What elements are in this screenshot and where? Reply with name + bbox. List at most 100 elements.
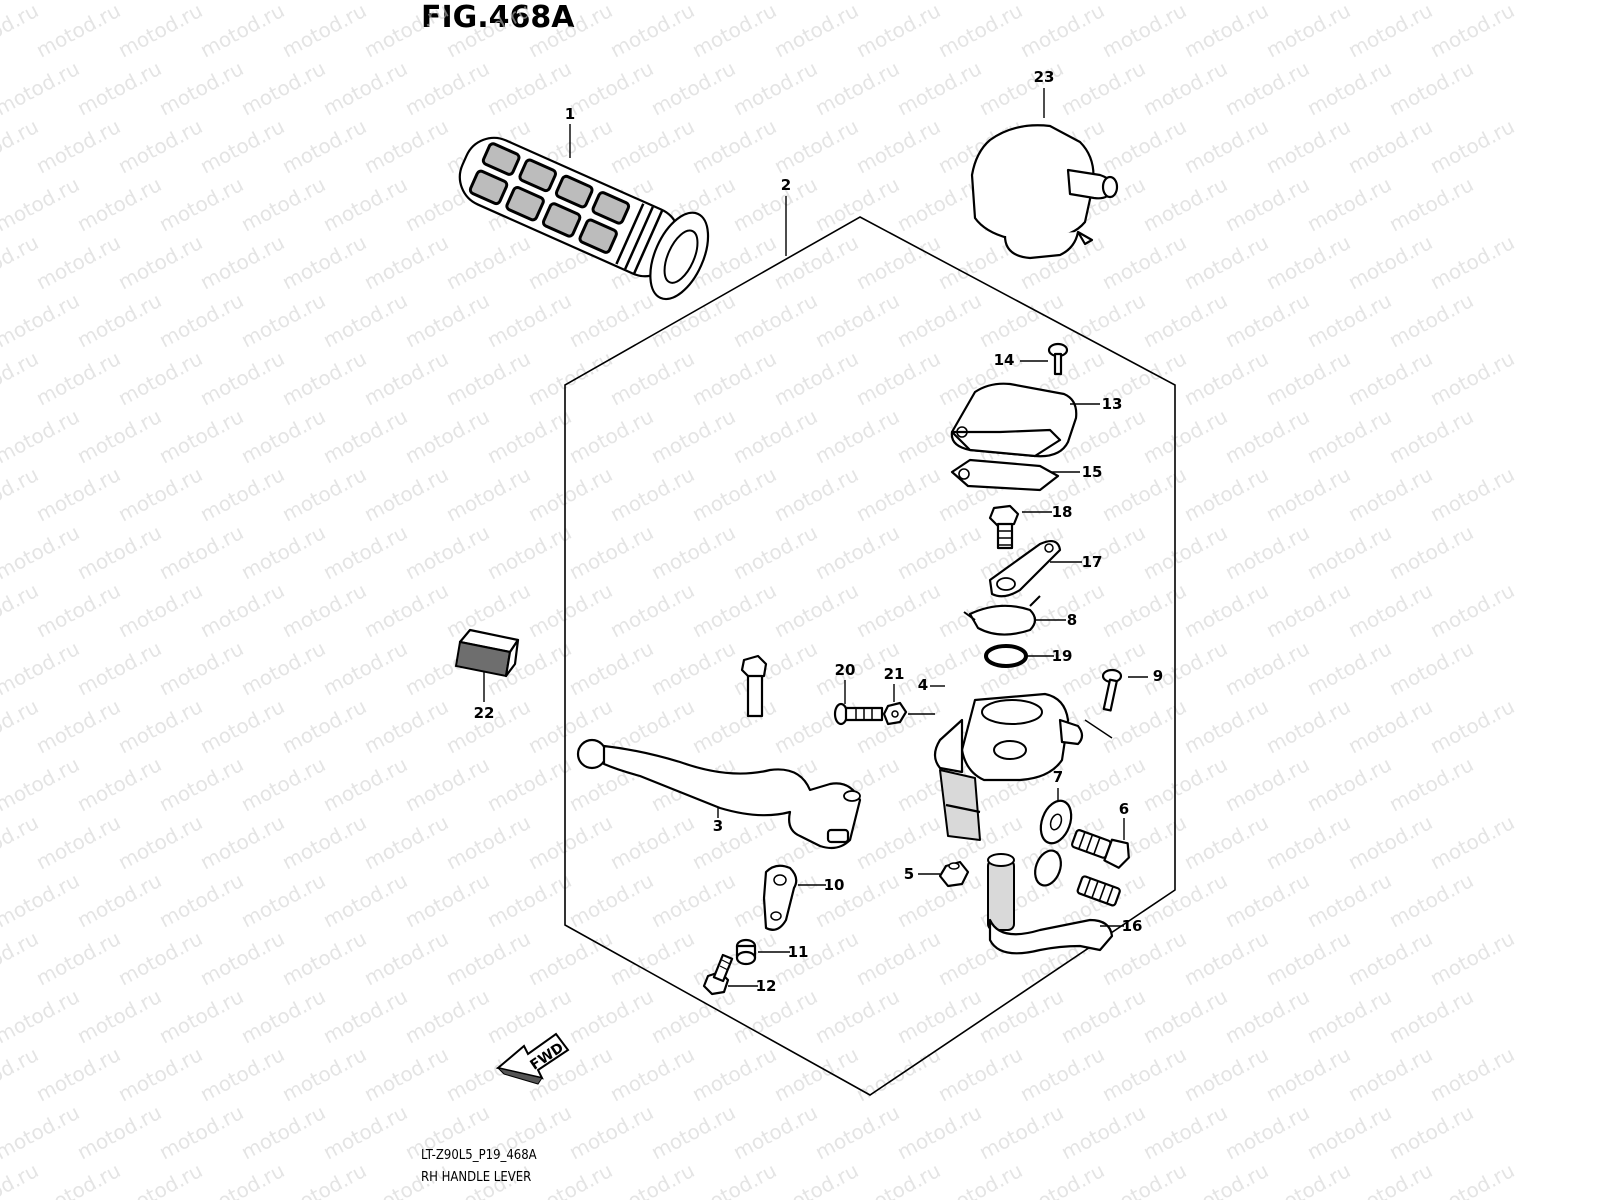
watermark-text: motod.ru bbox=[1262, 578, 1354, 642]
watermark-text: motod.ru bbox=[975, 1100, 1067, 1164]
watermark-text: motod.ru bbox=[155, 404, 247, 468]
watermark-text: motod.ru bbox=[565, 288, 657, 352]
watermark-text: motod.ru bbox=[237, 0, 329, 4]
handle-clamp bbox=[762, 864, 798, 931]
watermark-text: motod.ru bbox=[524, 462, 616, 526]
watermark-text: motod.ru bbox=[852, 810, 944, 874]
watermark-text: motod.ru bbox=[1426, 926, 1518, 990]
callout-16: 16 bbox=[1122, 917, 1143, 935]
watermark-text: motod.ru bbox=[688, 810, 780, 874]
watermark-text: motod.ru bbox=[1221, 636, 1313, 700]
watermark-text: motod.ru bbox=[0, 288, 83, 352]
mount-bolt bbox=[740, 654, 768, 718]
watermark-text: motod.ru bbox=[688, 1158, 780, 1200]
watermark-text: motod.ru bbox=[770, 694, 862, 758]
callout-12: 12 bbox=[756, 977, 777, 995]
watermark-text: motod.ru bbox=[811, 288, 903, 352]
watermark-text: motod.ru bbox=[1262, 114, 1354, 178]
watermark-text: motod.ru bbox=[278, 114, 370, 178]
watermark-text: motod.ru bbox=[852, 114, 944, 178]
watermark-text: motod.ru bbox=[565, 404, 657, 468]
watermark-text: motod.ru bbox=[360, 694, 452, 758]
cover-screw bbox=[1047, 342, 1069, 376]
watermark-text: motod.ru bbox=[565, 984, 657, 1048]
diagram-name: RH HANDLE LEVER bbox=[421, 1170, 532, 1185]
watermark-text: motod.ru bbox=[401, 0, 493, 4]
watermark-text: motod.ru bbox=[729, 404, 821, 468]
watermark-text: motod.ru bbox=[647, 404, 739, 468]
reservoir-cap bbox=[950, 382, 1078, 458]
watermark-text: motod.ru bbox=[1303, 752, 1395, 816]
watermark-text: motod.ru bbox=[0, 462, 42, 526]
watermark-text: motod.ru bbox=[688, 462, 780, 526]
watermark-text: motod.ru bbox=[852, 926, 944, 990]
handle-grip bbox=[458, 136, 710, 301]
watermark-text: motod.ru bbox=[114, 230, 206, 294]
watermark-text: motod.ru bbox=[155, 636, 247, 700]
clamp-collar bbox=[735, 938, 757, 966]
watermark-text: motod.ru bbox=[114, 926, 206, 990]
mount-nut bbox=[938, 860, 970, 888]
watermark-text: motod.ru bbox=[401, 984, 493, 1048]
watermark-text: motod.ru bbox=[401, 752, 493, 816]
watermark-text: motod.ru bbox=[893, 288, 985, 352]
watermark-text: motod.ru bbox=[32, 462, 124, 526]
watermark-text: motod.ru bbox=[360, 0, 452, 62]
watermark-text: motod.ru bbox=[893, 984, 985, 1048]
watermark-text: motod.ru bbox=[1098, 230, 1190, 294]
watermark-text: motod.ru bbox=[278, 462, 370, 526]
watermark-text: motod.ru bbox=[729, 520, 821, 584]
watermark-text: motod.ru bbox=[483, 752, 575, 816]
watermark-text: motod.ru bbox=[0, 0, 83, 4]
watermark-text: motod.ru bbox=[770, 0, 862, 62]
watermark-text: motod.ru bbox=[1385, 868, 1477, 932]
watermark-text: motod.ru bbox=[729, 1100, 821, 1164]
watermark-text: motod.ru bbox=[524, 0, 616, 62]
watermark-text: motod.ru bbox=[606, 1042, 698, 1106]
watermark-text: motod.ru bbox=[1344, 926, 1436, 990]
watermark-text: motod.ru bbox=[237, 520, 329, 584]
watermark-text: motod.ru bbox=[852, 346, 944, 410]
watermark-text: motod.ru bbox=[565, 520, 657, 584]
watermark-text: motod.ru bbox=[0, 984, 83, 1048]
watermark-text: motod.ru bbox=[319, 636, 411, 700]
watermark-text: motod.ru bbox=[483, 520, 575, 584]
watermark-text: motod.ru bbox=[155, 0, 247, 4]
watermark-text: motod.ru bbox=[1016, 1042, 1108, 1106]
watermark-text: motod.ru bbox=[770, 462, 862, 526]
watermark-text: motod.ru bbox=[360, 578, 452, 642]
watermark-text: motod.ru bbox=[319, 984, 411, 1048]
callout-3: 3 bbox=[713, 817, 723, 835]
watermark-text: motod.ru bbox=[893, 636, 985, 700]
watermark-text: motod.ru bbox=[688, 694, 780, 758]
clamp-bolt bbox=[702, 953, 734, 996]
watermark-text: motod.ru bbox=[1139, 404, 1231, 468]
watermark-text: motod.ru bbox=[237, 172, 329, 236]
watermark-text: motod.ru bbox=[606, 114, 698, 178]
watermark-text: motod.ru bbox=[319, 868, 411, 932]
watermark-text: motod.ru bbox=[975, 56, 1067, 120]
watermark-text: motod.ru bbox=[196, 346, 288, 410]
callout-21: 21 bbox=[884, 665, 905, 683]
watermark-text: motod.ru bbox=[1385, 984, 1477, 1048]
watermark-text: motod.ru bbox=[1057, 0, 1149, 4]
watermark-text: motod.ru bbox=[565, 56, 657, 120]
watermark-text: motod.ru bbox=[1098, 1158, 1190, 1200]
watermark-text: motod.ru bbox=[155, 752, 247, 816]
watermark-text: motod.ru bbox=[1303, 984, 1395, 1048]
watermark-text: motod.ru bbox=[1426, 1158, 1518, 1200]
watermark-text: motod.ru bbox=[0, 1158, 42, 1200]
watermark-text: motod.ru bbox=[565, 636, 657, 700]
watermark-text: motod.ru bbox=[811, 0, 903, 4]
watermark-text: motod.ru bbox=[1426, 114, 1518, 178]
watermark-text: motod.ru bbox=[688, 346, 780, 410]
watermark-text: motod.ru bbox=[114, 1158, 206, 1200]
watermark-text: motod.ru bbox=[1303, 56, 1395, 120]
watermark-text: motod.ru bbox=[852, 1158, 944, 1200]
watermark-text: motod.ru bbox=[770, 926, 862, 990]
watermark-text: motod.ru bbox=[483, 404, 575, 468]
watermark-text: motod.ru bbox=[1262, 694, 1354, 758]
watermark-text: motod.ru bbox=[1303, 636, 1395, 700]
